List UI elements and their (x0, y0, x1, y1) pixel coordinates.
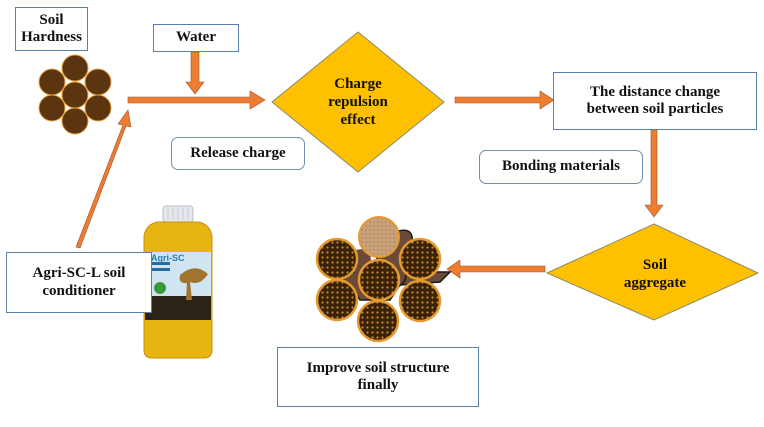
distance-change-box: The distance change between soil particl… (553, 72, 757, 130)
conditioner-label: Agri-SC-L soil conditioner (32, 265, 126, 299)
soil-aggregate-diamond (545, 223, 760, 321)
arrow-to-improved-structure (446, 259, 546, 279)
agri-sc-bottle-image (143, 205, 213, 359)
distance-change-label: The distance change between soil particl… (586, 83, 724, 117)
soil-hardness-label: Soil Hardness (21, 11, 82, 45)
release-charge-label: Release charge (190, 144, 286, 161)
arrow-conditioner-up (75, 109, 132, 249)
bonding-materials-box: Bonding materials (479, 150, 643, 184)
soil-hardness-particles-icon (38, 54, 112, 135)
conditioner-box: Agri-SC-L soil conditioner (6, 252, 152, 313)
charge-repulsion-diamond (271, 31, 445, 173)
soil-aggregate-label: Soil aggregate (623, 257, 687, 291)
soil-hardness-box: Soil Hardness (15, 7, 88, 51)
arrow-to-distance-change (454, 90, 555, 110)
water-label: Water (176, 29, 216, 46)
bottle-brand-text: Agri-SC (151, 253, 185, 263)
soil-aggregate-text: Soil aggregate (600, 252, 710, 296)
improve-structure-label: Improve soil structure finally (306, 359, 450, 393)
release-charge-box: Release charge (171, 137, 305, 170)
improve-structure-box: Improve soil structure finally (277, 347, 479, 407)
arrow-to-charge-repulsion (127, 90, 266, 110)
water-box: Water (153, 24, 239, 52)
arrow-water-down (185, 51, 205, 95)
charge-repulsion-text: Charge repulsion effect (300, 62, 416, 142)
charge-repulsion-label: Charge repulsion effect (328, 76, 388, 128)
bonding-materials-label: Bonding materials (502, 158, 620, 175)
soil-aggregate-particles-icon (315, 216, 452, 343)
arrow-to-soil-aggregate (644, 129, 664, 218)
